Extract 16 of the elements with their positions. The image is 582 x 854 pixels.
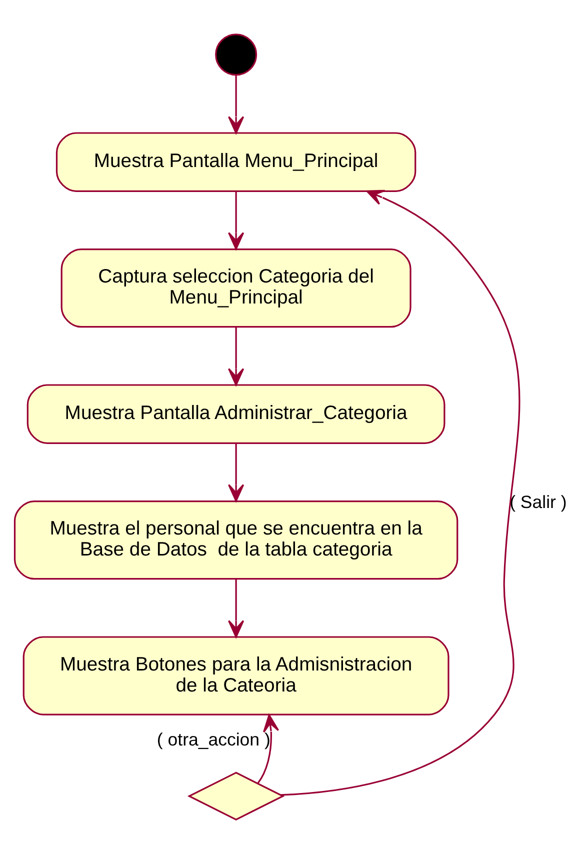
arrow [228, 192, 244, 250]
arrow [228, 74, 244, 134]
node-diamond [187, 772, 285, 820]
arrow [228, 444, 244, 502]
node-box: Muestra Pantalla Administrar_Categoria [26, 384, 446, 444]
arrow [228, 579, 244, 638]
node-box: Muestra Pantalla Menu_Principal [56, 132, 416, 192]
arrow [228, 327, 244, 386]
node-circle [215, 34, 258, 76]
edge-label: ( otra_accion ) [156, 729, 270, 750]
arrow [257, 714, 280, 784]
arrow [280, 190, 520, 796]
node-box: Muestra Botones para la Admisnistracion de la Cateoria [22, 636, 450, 716]
node-box: Muestra el personal que se encuentra en la Base de Datos de la tabla categoria [14, 500, 458, 580]
node-box: Captura seleccion Categoria del Menu_Principal [60, 248, 412, 328]
edge-label: ( Salir ) [510, 492, 567, 512]
